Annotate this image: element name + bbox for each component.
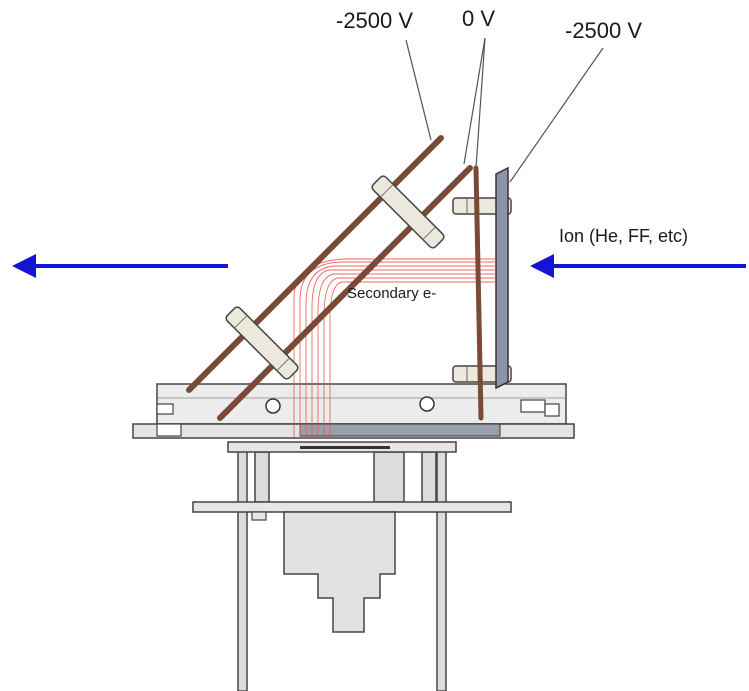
label-voltage-target: -2500 V (565, 18, 642, 43)
clamp-left-lower (156, 423, 182, 437)
leader-outer-grid (405, 39, 432, 141)
electrode-vertical-grid (473, 165, 484, 421)
support-structure (192, 441, 512, 691)
arrow-out-left (12, 254, 228, 278)
support-rod-left (237, 449, 248, 691)
spacer-upper (371, 175, 445, 249)
post-left (254, 451, 270, 503)
arrow-in-right (530, 254, 746, 278)
electrode-outer-grid (186, 135, 444, 393)
base-block (132, 383, 575, 439)
label-secondary-electrons: Secondary e- (347, 285, 436, 302)
electrode-inner-grid (217, 165, 473, 421)
clamp-left-upper (156, 403, 174, 415)
mount-block (283, 511, 396, 633)
label-voltage-outer: -2500 V (336, 8, 413, 33)
screw-hole-right (419, 396, 435, 412)
leader-target (509, 47, 604, 183)
ion-beam-arrows (12, 254, 746, 278)
clamp-right-lower (544, 403, 560, 417)
target-foil-plate (495, 166, 509, 390)
electrodes (186, 135, 484, 421)
label-voltage-ground: 0 V (462, 6, 495, 31)
leader-lines (405, 37, 604, 183)
upper-flange-strip (300, 446, 390, 449)
post-center (373, 451, 405, 503)
leader-inner-grid (463, 37, 486, 165)
leader-vertical-grid (475, 37, 486, 169)
base-plate-top (156, 383, 567, 425)
label-ion-source: Ion (He, FF, etc) (559, 226, 688, 246)
clamp-right-upper (520, 399, 546, 413)
support-rod-right (436, 449, 447, 691)
screw-hole-left (265, 398, 281, 414)
lower-plate (192, 501, 512, 513)
spacer-lower (225, 306, 299, 380)
target-assembly (452, 166, 512, 390)
insulator-spacers (225, 175, 445, 380)
post-right (421, 451, 437, 503)
lower-plate-tab (251, 511, 267, 521)
